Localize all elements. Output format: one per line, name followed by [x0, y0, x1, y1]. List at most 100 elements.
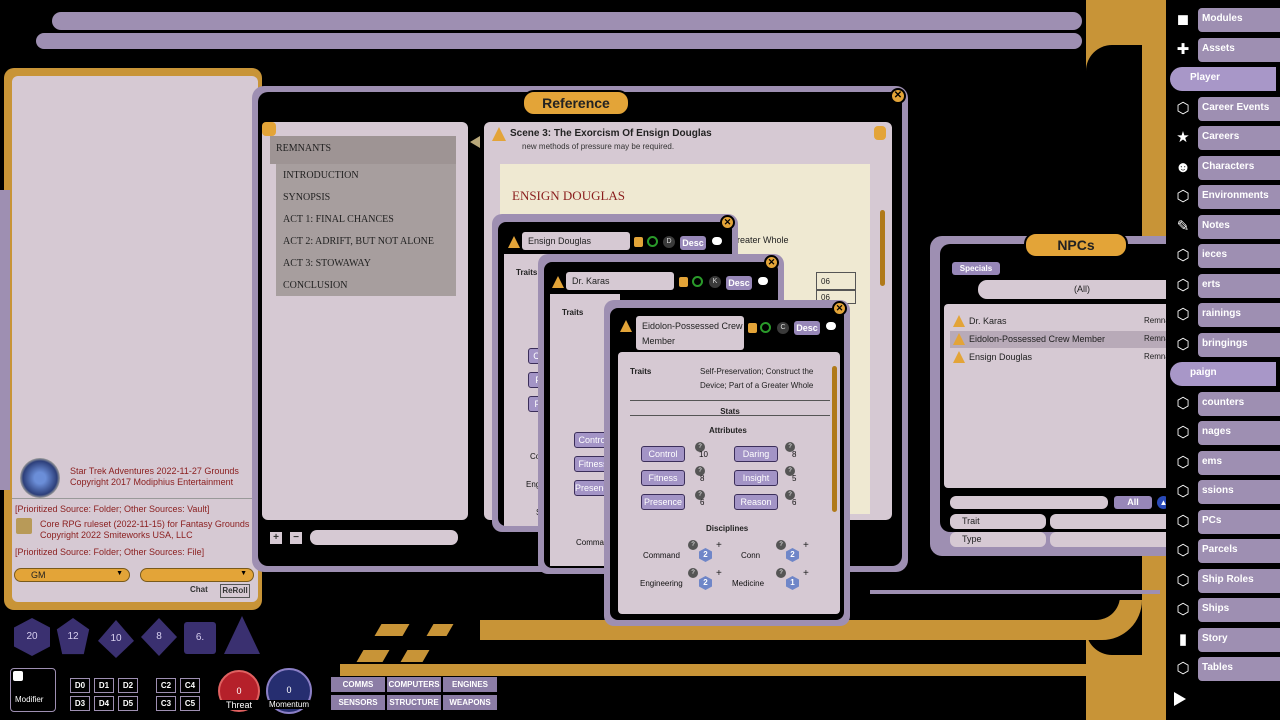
discipline-command-value[interactable]: 2	[699, 548, 712, 562]
list-item[interactable]: Eidolon-Possessed Crew Member Remnants	[950, 331, 1200, 348]
dice-button[interactable]: D2	[118, 678, 138, 693]
lock-icon[interactable]	[634, 237, 643, 247]
list-item[interactable]: Ensign Douglas Remnants	[950, 349, 1200, 366]
sidebar-item-3[interactable]: ⬡Career Events	[1170, 95, 1280, 123]
station-engines-button[interactable]: ENGINES	[443, 677, 497, 692]
sidebar-item-18[interactable]: ⬡Parcels	[1170, 537, 1280, 565]
sidebar-item-5[interactable]: ☻Characters	[1170, 154, 1280, 182]
station-sensors-button[interactable]: SENSORS	[331, 695, 385, 710]
desc-button[interactable]: Desc	[794, 321, 820, 335]
status-circle-icon[interactable]	[760, 322, 771, 333]
lock-icon[interactable]	[748, 323, 757, 333]
sidebar-item-8[interactable]: ⬡ieces	[1170, 242, 1280, 270]
momentum-pool[interactable]: 0 Momentum	[266, 668, 312, 714]
sidebar-item-17[interactable]: ⬡PCs	[1170, 508, 1280, 536]
dice-button[interactable]: C2	[156, 678, 176, 693]
station-computers-button[interactable]: COMPUTERS	[387, 677, 441, 692]
npc-eidolon-name-field[interactable]: Eidolon-Possessed Crew Member	[636, 316, 744, 350]
plus-icon[interactable]: +	[716, 568, 722, 579]
attribute-daring-button[interactable]: Daring	[734, 446, 778, 462]
all-button[interactable]: All	[1114, 496, 1152, 509]
close-icon[interactable]: ✕	[890, 88, 906, 104]
status-circle-icon[interactable]	[692, 276, 703, 287]
sidebar-item-4[interactable]: ★Careers	[1170, 124, 1280, 152]
chat-input[interactable]: ▼	[140, 568, 254, 582]
attribute-help-icon[interactable]: ?	[785, 442, 795, 452]
attribute-help-icon[interactable]: ?	[695, 442, 705, 452]
sidebar-item-16[interactable]: ⬡ssions	[1170, 478, 1280, 506]
attribute-help-icon[interactable]: ?	[695, 466, 705, 476]
dice-button[interactable]: D5	[118, 696, 138, 711]
dice-button[interactable]: C5	[180, 696, 200, 711]
npc-karas-name-field[interactable]: Dr. Karas	[566, 272, 674, 290]
sidebar-item-0[interactable]: ◼Modules	[1170, 6, 1280, 34]
discipline-help-icon[interactable]: ?	[776, 540, 786, 550]
toc-item[interactable]: CONCLUSION	[283, 280, 348, 291]
lock-icon[interactable]	[874, 126, 886, 140]
desc-button[interactable]: Desc	[726, 276, 752, 290]
sidebar-item-6[interactable]: ⬡Environments	[1170, 183, 1280, 211]
sidebar-item-19[interactable]: ⬡Ship Roles	[1170, 567, 1280, 595]
chat-window[interactable]: Star Trek Adventures 2022-11-27 Grounds …	[12, 76, 258, 602]
discipline-help-icon[interactable]: ?	[776, 568, 786, 578]
d6-die[interactable]: 6.	[184, 622, 216, 654]
dice-button[interactable]: D1	[94, 678, 114, 693]
modifier-toggle[interactable]	[13, 671, 23, 681]
attribute-control-button[interactable]: Control	[641, 446, 685, 462]
sidebar-item-14[interactable]: ⬡nages	[1170, 419, 1280, 447]
sidebar-item-20[interactable]: ⬡Ships	[1170, 596, 1280, 624]
station-comms-button[interactable]: COMMS	[331, 677, 385, 692]
discipline-engineering-value[interactable]: 2	[699, 576, 712, 590]
dice-button[interactable]: D0	[70, 678, 90, 693]
d10-die[interactable]: 10	[98, 620, 134, 658]
status-circle-icon[interactable]	[647, 236, 658, 247]
add-icon[interactable]: +	[270, 532, 282, 544]
discipline-conn-value[interactable]: 2	[786, 548, 799, 562]
modifier-box[interactable]: Modifier	[10, 668, 56, 712]
npc-ensign-name-field[interactable]: Ensign Douglas	[522, 232, 630, 250]
dice-button[interactable]: D4	[94, 696, 114, 711]
lock-icon[interactable]	[679, 277, 688, 287]
sidebar-item-7[interactable]: ✎Notes	[1170, 213, 1280, 241]
d20-die[interactable]: 20	[14, 618, 50, 656]
sidebar-item-22[interactable]: ⬡Tables	[1170, 655, 1280, 683]
attribute-insight-button[interactable]: Insight	[734, 470, 778, 486]
page-back-icon[interactable]	[470, 136, 480, 148]
sidebar-item-9[interactable]: ⬡erts	[1170, 272, 1280, 300]
toc-header[interactable]: REMNANTS	[270, 136, 456, 164]
chat-button[interactable]: Chat	[190, 585, 208, 594]
npc-eidolon-scrollbar[interactable]	[832, 366, 837, 512]
d8-die[interactable]: 8	[141, 618, 177, 656]
sidebar-item-13[interactable]: ⬡counters	[1170, 390, 1280, 418]
toc-item[interactable]: ACT 3: STOWAWAY	[283, 258, 371, 269]
reroll-button[interactable]: ReRoll	[220, 584, 250, 598]
plus-icon[interactable]: +	[716, 540, 722, 551]
discipline-help-icon[interactable]: ?	[688, 540, 698, 550]
page-scrollbar[interactable]	[880, 210, 885, 286]
sidebar-item-10[interactable]: ⬡rainings	[1170, 301, 1280, 329]
d12-die[interactable]: 12	[56, 618, 90, 655]
dice-button[interactable]: C3	[156, 696, 176, 711]
threat-pool[interactable]: 0 Threat	[218, 670, 260, 712]
sidebar-item-1[interactable]: ✚Assets	[1170, 36, 1280, 64]
lock-icon[interactable]	[262, 122, 276, 136]
npcs-search-input[interactable]	[950, 496, 1108, 509]
station-structure-button[interactable]: STRUCTURE	[387, 695, 441, 710]
toc-item[interactable]: INTRODUCTION	[283, 170, 359, 181]
toc-item[interactable]: ACT 1: FINAL CHANCES	[283, 214, 394, 225]
attribute-presence-button[interactable]: Presence	[641, 494, 685, 510]
sidebar-item-21[interactable]: ▮Story	[1170, 626, 1280, 654]
desc-button[interactable]: Desc	[680, 236, 706, 250]
chat-icon[interactable]	[758, 277, 768, 285]
close-icon[interactable]: ✕	[764, 255, 779, 270]
identity-select[interactable]: GM ▼	[14, 568, 130, 582]
sidebar-item-15[interactable]: ⬡ems	[1170, 449, 1280, 477]
attribute-help-icon[interactable]: ?	[695, 490, 705, 500]
chat-icon[interactable]	[826, 322, 836, 330]
sidebar-item-12[interactable]: paign	[1170, 360, 1280, 388]
toc-item[interactable]: ACT 2: ADRIFT, BUT NOT ALONE	[283, 236, 434, 247]
close-icon[interactable]: ✕	[720, 215, 735, 230]
discipline-help-icon[interactable]: ?	[688, 568, 698, 578]
dice-button[interactable]: C4	[180, 678, 200, 693]
dice-button[interactable]: D3	[70, 696, 90, 711]
